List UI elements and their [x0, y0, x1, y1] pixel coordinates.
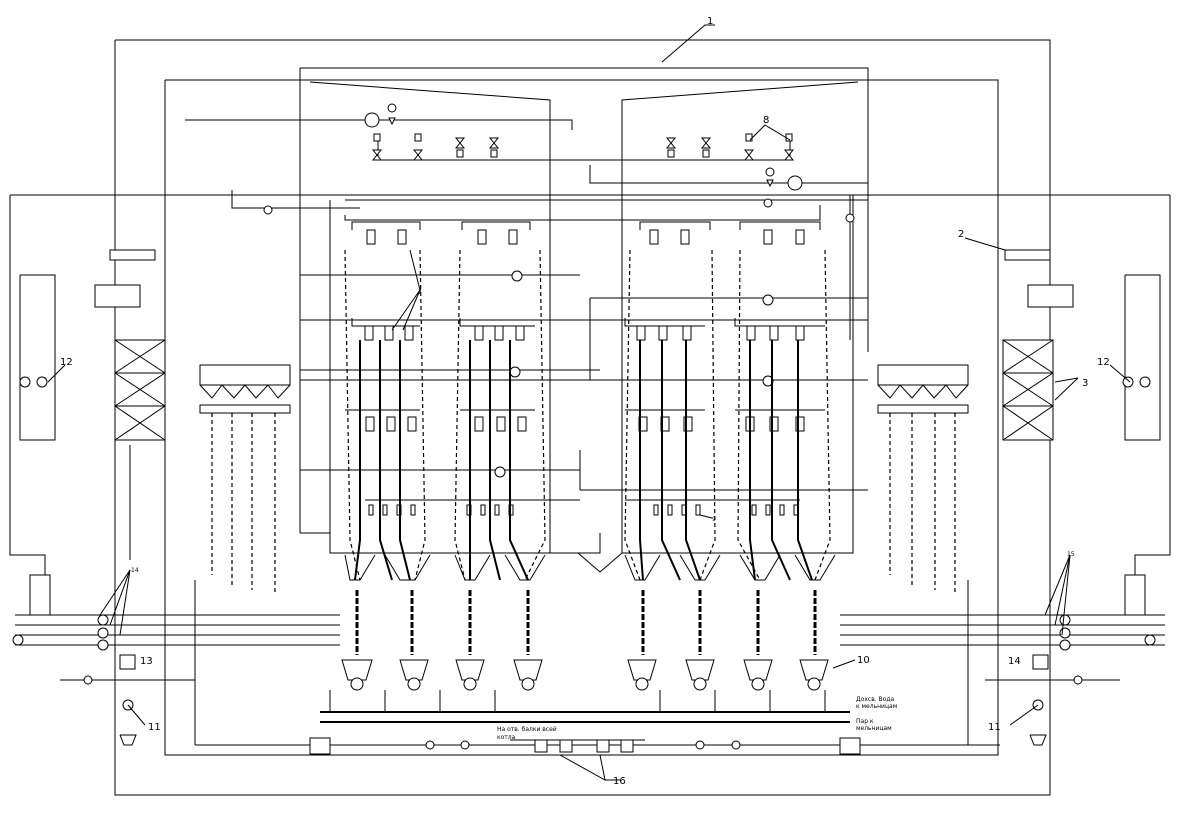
label-16: 16 [613, 776, 626, 787]
side-loops [19, 274, 1161, 441]
note-right-1b: к мельницам [856, 703, 897, 710]
top-pipes [185, 119, 868, 491]
label-13: 13 [140, 656, 153, 667]
label-14-right: 14 [1008, 656, 1021, 667]
outer-frame [9, 39, 1171, 796]
mill-pipes [355, 590, 817, 655]
note-boiler-2: котла [497, 734, 516, 741]
label-3: 3 [1082, 378, 1088, 389]
air-heater-right [1002, 249, 1074, 441]
label-11-right: 11 [988, 722, 1001, 733]
fuel-lines [344, 249, 836, 581]
label-15: 15 [1067, 551, 1075, 558]
bunkers-right [877, 364, 969, 595]
note-right-1a: Дохсв. Вода [856, 696, 894, 703]
lower-side-equipment [12, 574, 1156, 746]
label-2: 2 [958, 229, 964, 240]
leader-lines [47, 24, 1131, 781]
valve-glyphs [371, 133, 795, 161]
label-10: 10 [857, 655, 870, 666]
note-right-2a: Пар к [856, 718, 874, 725]
label-12-left: 12 [60, 357, 73, 368]
bunkers-left [199, 364, 291, 595]
label-14-left: 14 [131, 567, 139, 574]
boiler-outline [299, 67, 869, 573]
label-1: 1 [707, 16, 713, 27]
burner-manifolds [345, 221, 825, 516]
label-12-right: 12 [1097, 357, 1110, 368]
air-heater-left [94, 249, 166, 441]
note-boiler-1: На отв. балки всей [497, 726, 557, 733]
label-7: 7 [418, 289, 422, 296]
valve-row-top [263, 103, 855, 478]
note-right-2b: мельницам [856, 725, 892, 732]
label-11-left: 11 [148, 722, 161, 733]
mills [341, 659, 829, 691]
label-9: 9 [712, 516, 716, 523]
side-pipe-bundles [15, 580, 1165, 745]
bottom-pipes [195, 690, 1000, 755]
label-8: 8 [763, 115, 769, 126]
